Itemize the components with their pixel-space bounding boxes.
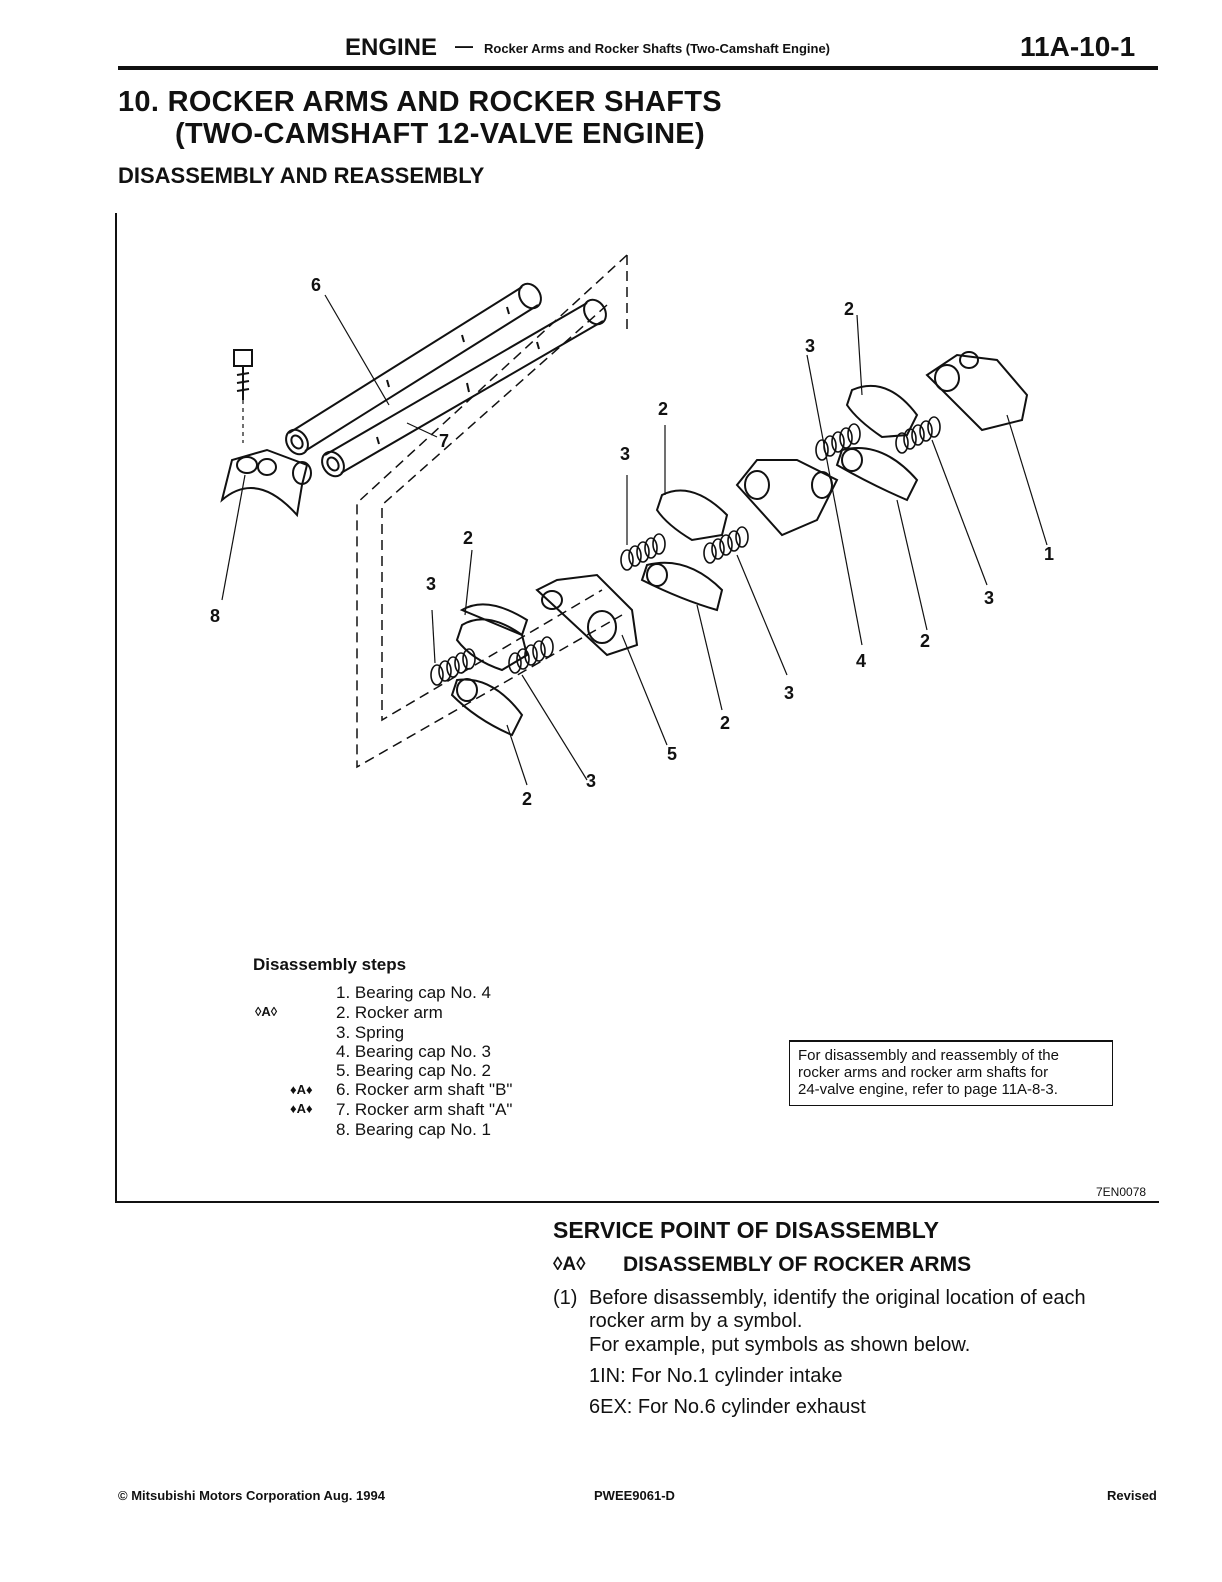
callout-8: 8: [210, 606, 220, 626]
callout-2-c: 2: [463, 528, 473, 548]
reference-note-line3: 24-valve engine, refer to page 11A-8-3.: [798, 1081, 1058, 1098]
footer-code: PWEE9061-D: [594, 1488, 675, 1503]
service-point-line-1: Before disassembly, identify the origina…: [589, 1287, 1086, 1309]
page-number: 11A-10-1: [1020, 31, 1136, 62]
disassembly-step-1: 1. Bearing cap No. 4: [336, 983, 491, 1002]
footer-status: Revised: [1107, 1488, 1157, 1503]
alignment-frame-inner: [381, 304, 608, 722]
callout-1: 1: [1044, 544, 1054, 564]
service-point-line-2: rocker arm by a symbol.: [589, 1310, 803, 1332]
page-title-line1: 10. ROCKER ARMS AND ROCKER SHAFTS: [118, 86, 722, 118]
callout-5: 5: [667, 744, 677, 764]
rocker-arm-shaft-b: [285, 282, 542, 456]
spring-1: [430, 648, 476, 686]
callout-3-b: 3: [620, 444, 630, 464]
reference-note-box: For disassembly and reassembly of the ro…: [789, 1040, 1113, 1106]
spring-4: [703, 526, 749, 564]
callout-3-a: 3: [805, 336, 815, 356]
disassembly-steps-title: Disassembly steps: [253, 955, 407, 974]
section-subtitle: DISASSEMBLY AND REASSEMBLY: [118, 163, 485, 188]
spring-5: [815, 423, 861, 461]
service-point-line-5: 6EX: For No.6 cylinder exhaust: [589, 1396, 866, 1418]
callout-3-e: 3: [784, 683, 794, 703]
header-dash: —: [455, 36, 473, 56]
reference-note-line2: rocker arms and rocker arm shafts for: [798, 1064, 1049, 1081]
spring-2: [508, 636, 554, 674]
reference-note-line1: For disassembly and reassembly of the: [798, 1047, 1059, 1064]
rocker-arm-group-2: [640, 489, 729, 612]
spring-3: [620, 533, 666, 571]
callout-7: 7: [439, 431, 449, 451]
disassembly-step-2: 2. Rocker arm: [336, 1003, 443, 1022]
disassembly-step-8: 8. Bearing cap No. 1: [336, 1120, 491, 1139]
spring-6: [895, 416, 941, 454]
disassembly-step-7: 7. Rocker arm shaft "A": [336, 1100, 513, 1119]
figure-frame-bottom: [115, 1201, 1159, 1203]
service-point-item-number: (1): [553, 1287, 578, 1309]
figure-frame-left: [115, 213, 117, 1203]
callout-2-f: 2: [522, 789, 532, 809]
disassembly-step-6: 6. Rocker arm shaft "B": [336, 1080, 513, 1099]
callout-3-f: 3: [586, 771, 596, 791]
rocker-arm-group-1: [450, 603, 529, 737]
header-section: ENGINE: [345, 34, 438, 61]
service-point-mark: ◊A◊: [553, 1254, 586, 1275]
callout-4: 4: [856, 651, 866, 671]
bearing-cap-no4: [925, 351, 1029, 432]
service-point-subtitle: DISASSEMBLY OF ROCKER ARMS: [623, 1253, 972, 1276]
callout-2-e: 2: [720, 713, 730, 733]
footer-copyright: © Mitsubishi Motors Corporation Aug. 199…: [118, 1488, 385, 1503]
callout-3-d: 3: [984, 588, 994, 608]
header-rule: [118, 66, 1158, 70]
disassembly-step-4: 4. Bearing cap No. 3: [336, 1042, 491, 1061]
header-subsection: Rocker Arms and Rocker Shafts (Two-Camsh…: [484, 41, 831, 56]
callout-2-a: 2: [844, 299, 854, 319]
callout-3-c: 3: [426, 574, 436, 594]
service-mark-shaft-a: ♦A♦: [290, 1101, 313, 1116]
bearing-cap-no1: [220, 448, 312, 518]
leader-lines: [221, 294, 1048, 786]
callout-2-b: 2: [658, 399, 668, 419]
rocker-arm-shaft-a: [321, 298, 607, 478]
page-title-line2: (TWO-CAMSHAFT 12-VALVE ENGINE): [175, 118, 705, 150]
disassembly-step-5: 5. Bearing cap No. 2: [336, 1061, 491, 1080]
spring-group: [430, 416, 941, 686]
bearing-cap-bolt: [233, 349, 253, 443]
bearing-cap-no3: [735, 459, 839, 537]
service-mark-rocker-arm: ◊A◊: [255, 1004, 278, 1019]
bearing-cap-no2: [535, 573, 639, 657]
figure-id: 7EN0078: [1096, 1185, 1147, 1199]
service-point-title: SERVICE POINT OF DISASSEMBLY: [553, 1217, 939, 1243]
rocker-arm-group-3: [835, 384, 919, 502]
alignment-frame: [356, 254, 628, 769]
service-mark-shaft-b: ♦A♦: [290, 1082, 313, 1097]
callout-2-d: 2: [920, 631, 930, 651]
callout-6: 6: [311, 275, 321, 295]
service-point-line-3: For example, put symbols as shown below.: [589, 1334, 971, 1356]
service-point-line-4: 1IN: For No.1 cylinder intake: [589, 1365, 843, 1387]
disassembly-step-3: 3. Spring: [336, 1023, 405, 1042]
rocker-assembly-diagram: 6 2 3 2 3 7 2 3 8 1 3 2 4 3 2 5 3 2: [210, 254, 1054, 809]
